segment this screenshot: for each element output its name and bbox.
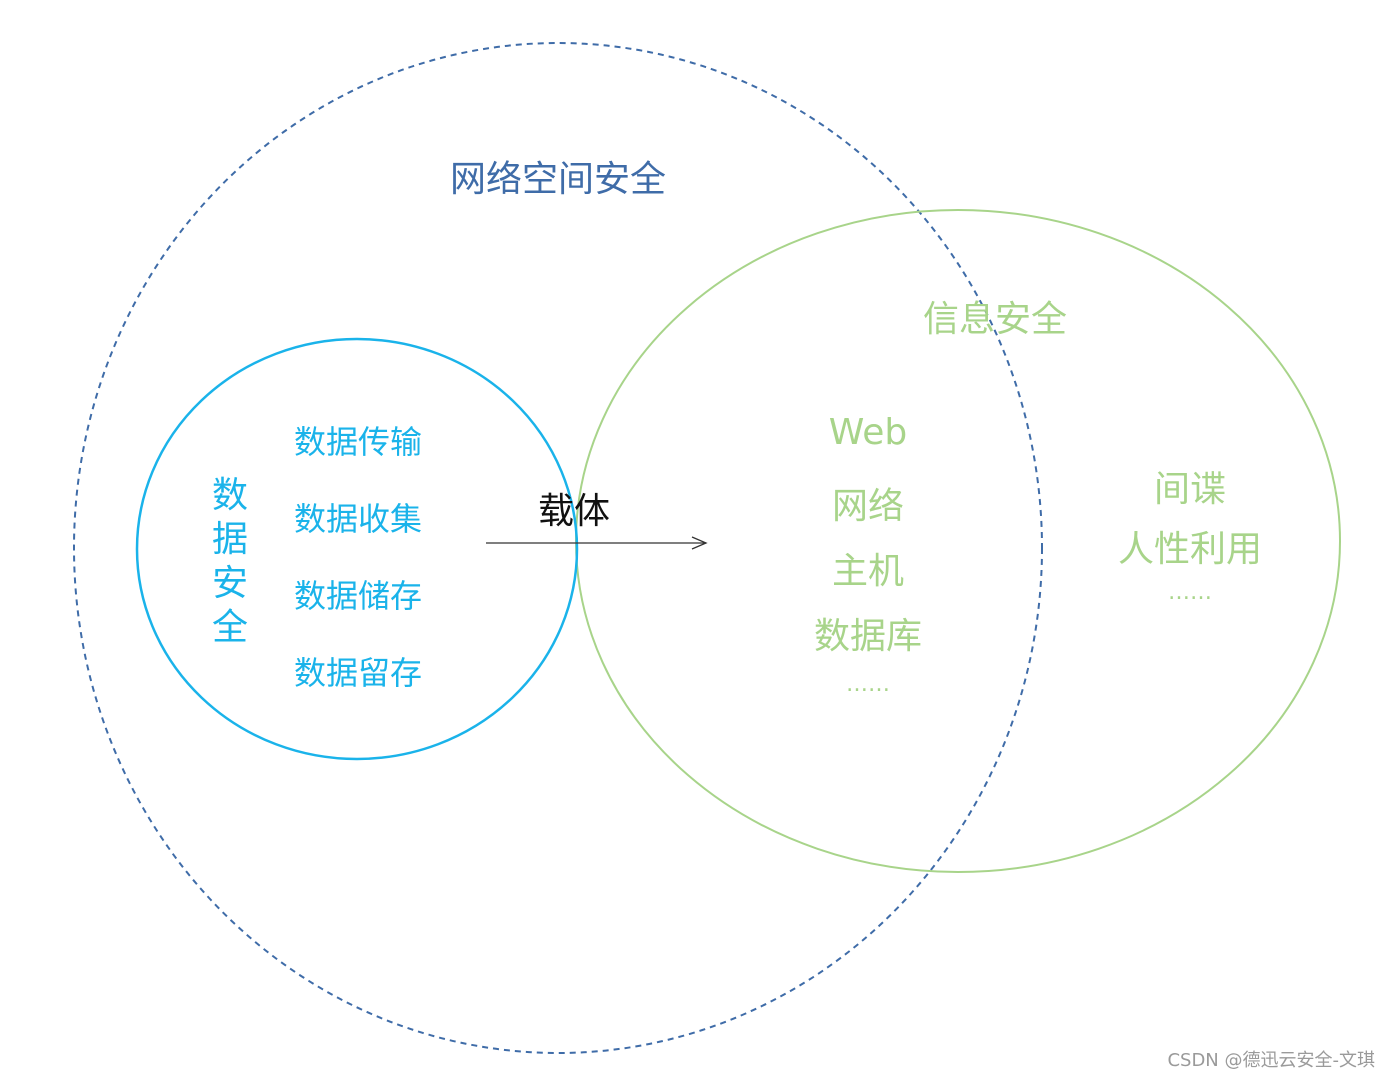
- data-item-retention: 数据留存: [294, 654, 423, 692]
- tech-item-database: 数据库: [813, 616, 922, 657]
- tech-item-network: 网络: [831, 486, 904, 527]
- data-item-storage: 数据储存: [294, 577, 423, 615]
- info-technical-items: Web 网络 主机 数据库 ……: [798, 412, 938, 737]
- tech-item-host: 主机: [831, 551, 904, 592]
- data-security-items: 数据传输 数据收集 数据储存 数据留存: [294, 417, 422, 725]
- human-item-social-engineering: 人性利用: [1117, 529, 1262, 570]
- info-human-items: 间谍 人性利用 ……: [1100, 460, 1280, 640]
- cyber-security-title: 网络空间安全: [450, 159, 667, 200]
- data-security-title: 数据安全: [211, 475, 248, 648]
- human-item-espionage: 间谍: [1153, 469, 1226, 510]
- data-item-transmission: 数据传输: [294, 423, 423, 461]
- cyber-security-circle: [73, 42, 1043, 1054]
- human-item-ellipsis: ……: [1168, 580, 1212, 605]
- carrier-label: 载体: [538, 491, 611, 532]
- watermark: CSDN @德迅云安全-文琪: [1167, 1050, 1375, 1071]
- info-security-title: 信息安全: [923, 299, 1068, 340]
- data-item-collection: 数据收集: [294, 500, 423, 538]
- tech-item-ellipsis: ……: [846, 672, 890, 697]
- tech-item-web: Web: [828, 412, 908, 453]
- data-security-circle: [135, 337, 579, 761]
